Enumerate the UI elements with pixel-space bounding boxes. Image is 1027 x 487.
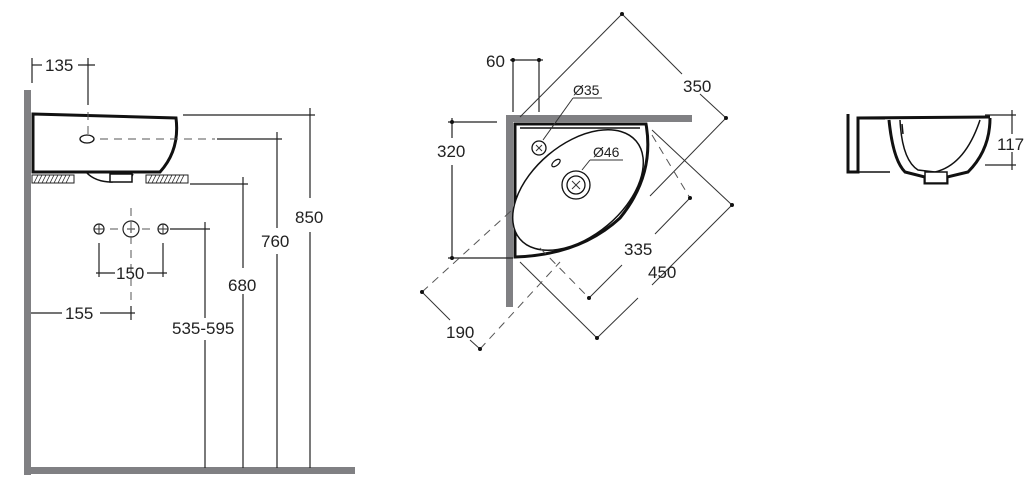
dim-tap-hole: Ø35 <box>573 82 600 98</box>
dim-height-overflow: 760 <box>261 232 289 251</box>
dim-corner-depth: 190 <box>446 323 474 342</box>
dim-tap-offset: 135 <box>45 56 73 75</box>
dim-height-bottom: 680 <box>228 276 256 295</box>
supply-connections <box>93 208 169 312</box>
top-view: Ø35 Ø46 60 320 350 450 335 <box>420 12 734 351</box>
dim-height-top: 850 <box>295 208 323 227</box>
section-outline <box>846 114 991 174</box>
dim-drain-hole: Ø46 <box>593 144 620 160</box>
dim-drain-offset: 155 <box>65 304 93 323</box>
section-drain <box>924 171 948 184</box>
dim-bowl-depth: 117 <box>997 135 1024 154</box>
wall <box>24 90 31 475</box>
dim-tap-offset-top: 60 <box>486 52 505 71</box>
side-view: 135 850 760 680 535-595 <box>24 56 355 475</box>
top-wall-left <box>506 115 513 307</box>
drain-outlet <box>109 173 133 183</box>
overflow-hole <box>79 134 95 144</box>
mounting-bracket-hatch <box>31 174 189 184</box>
dim-depth: 320 <box>437 142 465 161</box>
floor <box>24 467 355 474</box>
basin-side-profile <box>31 112 179 174</box>
dim-diagonal-side: 350 <box>683 77 711 96</box>
dim-bowl-width: 335 <box>624 240 652 259</box>
dim-supply-spacing: 150 <box>116 264 144 283</box>
dim-supply-height: 535-595 <box>172 319 234 338</box>
dim-overall-width: 450 <box>648 263 676 282</box>
section-view: 117 <box>846 110 1024 185</box>
top-wall-back <box>506 115 692 122</box>
